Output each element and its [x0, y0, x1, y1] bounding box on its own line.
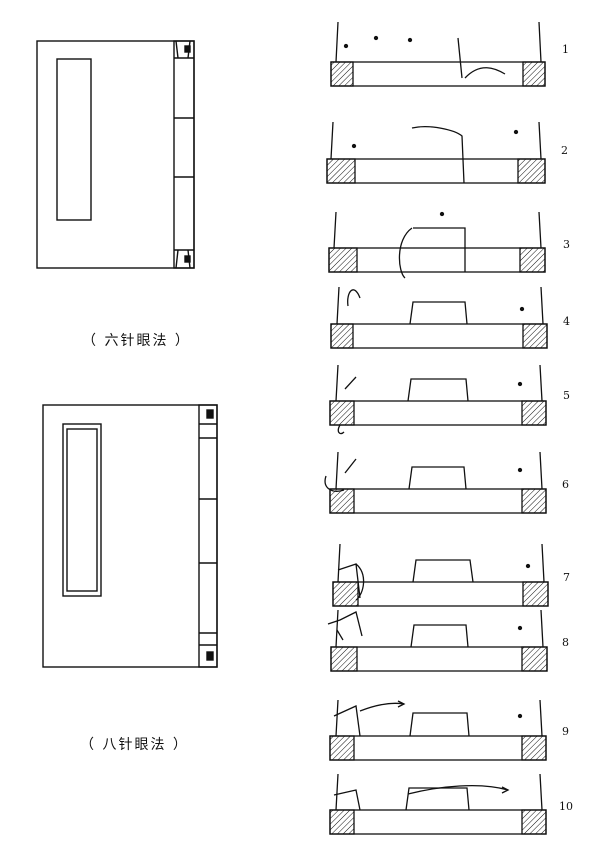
step-number-6: 6	[562, 478, 569, 491]
caption-six-hole: （ 六针眼法 ）	[82, 333, 191, 349]
step-4	[330, 286, 548, 349]
step-2	[326, 121, 546, 184]
step-number-3: 3	[563, 238, 570, 251]
step-7	[332, 543, 549, 607]
step-number-4: 4	[563, 315, 570, 328]
step-number-10: 10	[559, 800, 573, 813]
eight-hole-book	[42, 404, 218, 668]
step-5	[329, 364, 547, 435]
step-8	[327, 609, 548, 672]
step-10	[329, 773, 547, 835]
step-number-1: 1	[562, 43, 569, 56]
title-slip	[56, 58, 92, 221]
title-slip-outer	[62, 423, 102, 597]
caption-eight-hole: （ 八针眼法 ）	[80, 737, 189, 753]
title-slip-inner	[66, 428, 98, 592]
six-hole-book	[36, 40, 195, 269]
step-3	[328, 211, 546, 279]
step-6	[324, 451, 547, 514]
step-1	[330, 21, 546, 87]
spine-strip	[198, 404, 218, 668]
step-9	[329, 699, 547, 761]
step-number-7: 7	[563, 571, 570, 584]
spine-strip	[173, 40, 195, 269]
step-number-2: 2	[561, 144, 568, 157]
step-number-8: 8	[562, 636, 569, 649]
step-number-9: 9	[562, 725, 569, 738]
step-number-5: 5	[563, 389, 570, 402]
